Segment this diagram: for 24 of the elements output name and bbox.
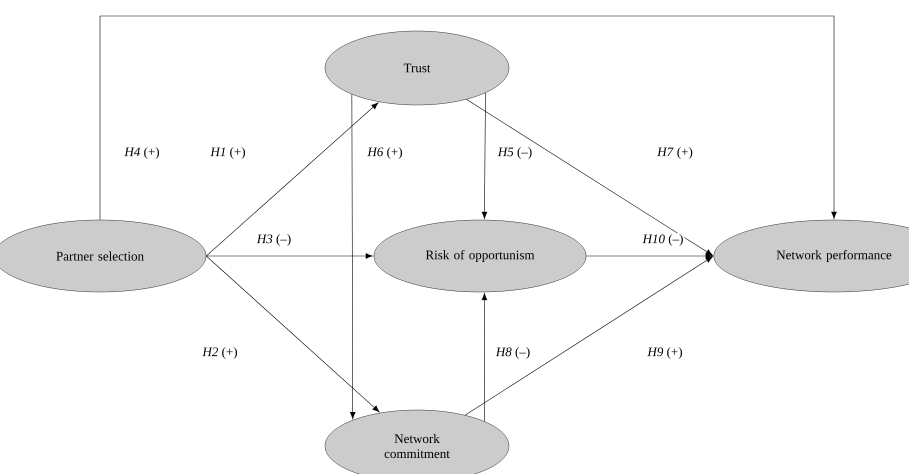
edge-label: H3 (–): [256, 233, 292, 247]
arrow: [466, 99, 713, 256]
edge-label: H4 (+): [123, 146, 161, 160]
edge-label: H8 (–): [494, 346, 532, 360]
edge-label: H7 (+): [656, 146, 694, 160]
arrow: [350, 94, 356, 420]
ellipse-node: Network commitment: [324, 410, 510, 474]
edge-label: H2 (+): [201, 346, 239, 360]
arrow: [206, 256, 380, 412]
ellipse-node: Risk of opportunism: [374, 220, 586, 292]
edge-label: H10 (–): [642, 233, 684, 247]
edge-label: H6 (+): [366, 146, 404, 160]
arrow: [482, 92, 488, 219]
arrow: [482, 293, 488, 422]
arrow: [464, 256, 713, 416]
edge-label: H9 (+): [646, 346, 684, 360]
edge-label: H5 (–): [496, 146, 534, 160]
arrow: [100, 16, 837, 220]
arrow: [206, 102, 378, 256]
ellipse-node: Trust: [324, 30, 510, 106]
arrow: [586, 253, 713, 259]
ellipse-node: Network performance: [714, 220, 909, 292]
edge-label: H1 (+): [209, 146, 247, 160]
arrow: [206, 253, 373, 259]
